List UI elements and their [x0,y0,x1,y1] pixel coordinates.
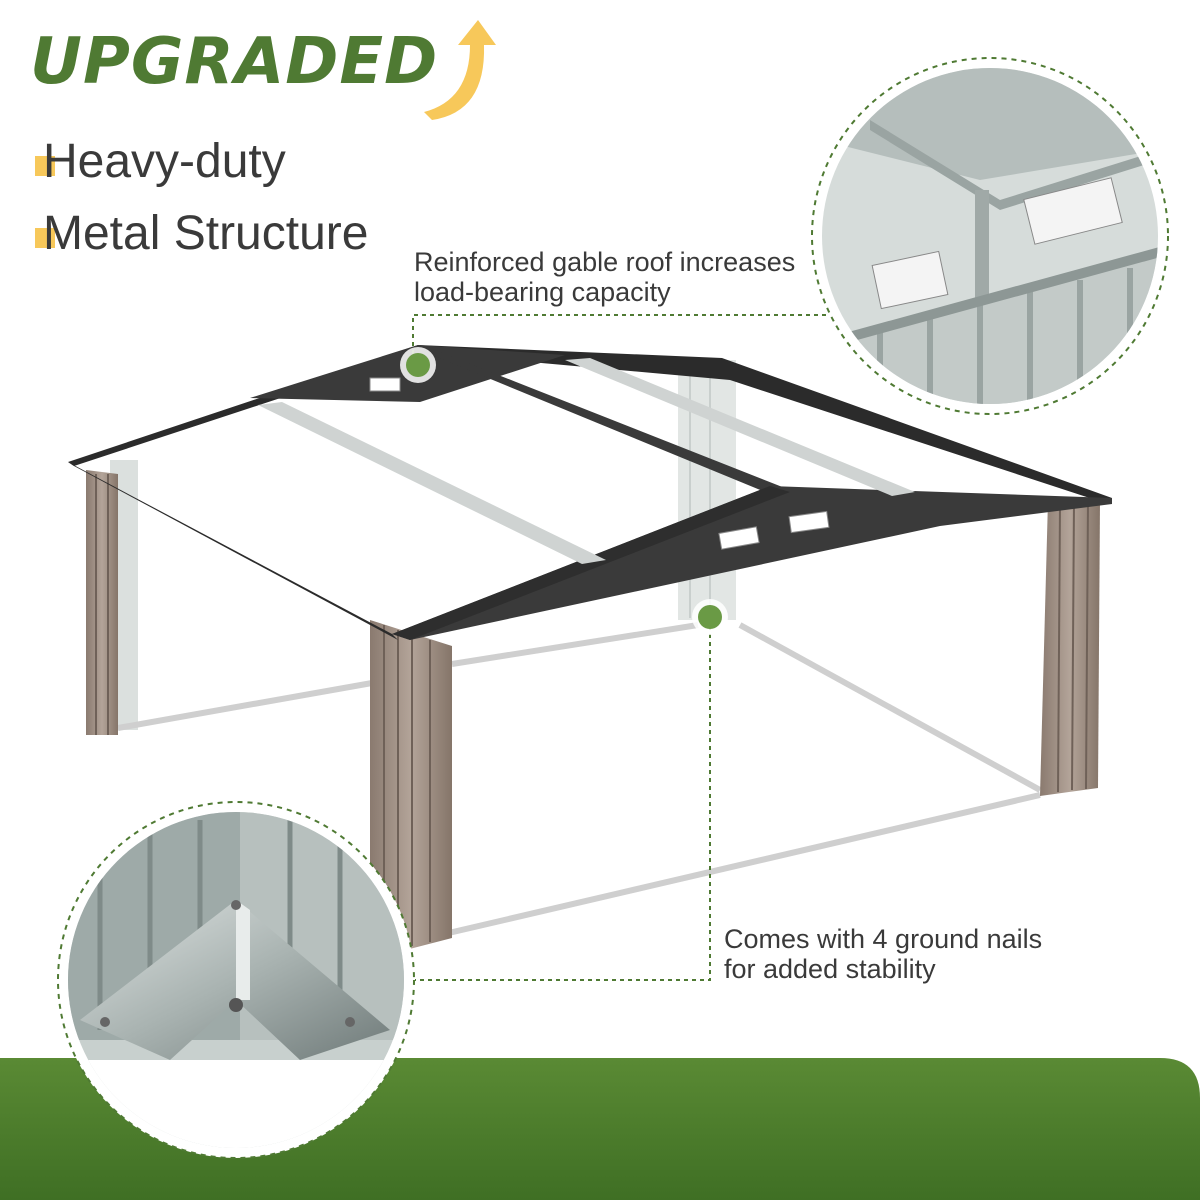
feature-heavy-duty: Heavy-duty [35,138,286,186]
bullet-square-icon [35,156,55,176]
base-pointer-dot [692,599,728,635]
feature-label: Heavy-duty [43,135,286,188]
up-arrow-icon [424,20,496,120]
right-post [1040,500,1100,796]
roof-detail-zoom [811,57,1169,415]
headline-upgraded: UPGRADED [30,25,439,99]
bullet-square-icon [35,228,55,248]
feature-label: Metal Structure [43,207,369,260]
callout-line: Comes with 4 ground nails [724,924,1043,954]
leader-lines [412,314,830,981]
callout-line: Reinforced gable roof increases [414,247,796,277]
callout-ground-nails: Comes with 4 ground nails for added stab… [724,924,1042,984]
feature-metal-structure: Metal Structure [35,210,368,258]
base-frame [117,622,1042,938]
callout-roof: Reinforced gable roof increases load-bea… [414,247,795,307]
front-corner-post [370,620,452,952]
callout-line: load-bearing capacity [414,277,671,307]
callout-line: for added stability [724,954,936,984]
front-left-post [86,470,118,735]
roof-pointer-dot [400,347,436,383]
roof-frame [68,345,1112,640]
